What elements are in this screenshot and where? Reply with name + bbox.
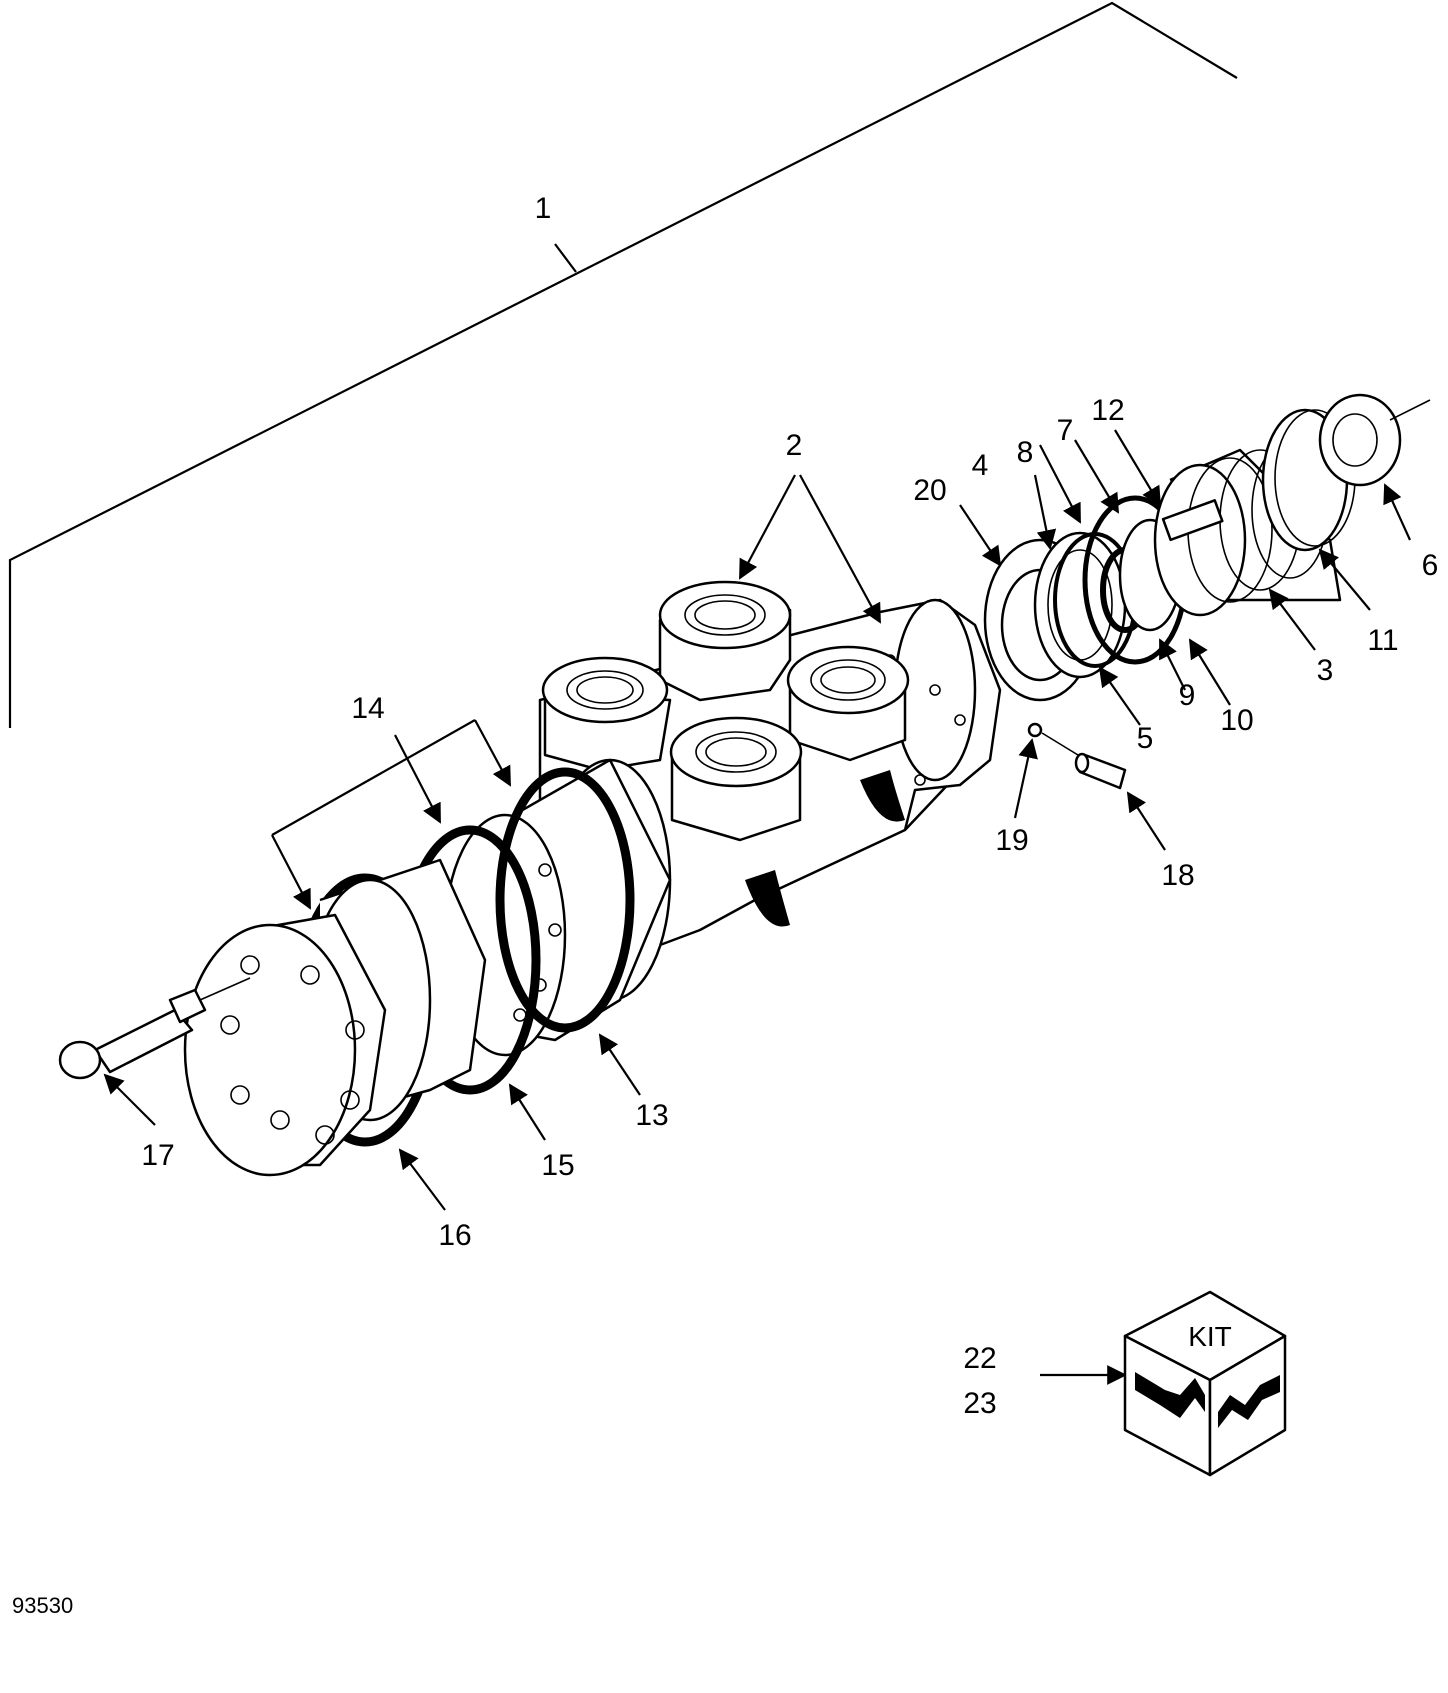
callout-1: 1	[535, 192, 552, 225]
port-left	[541, 656, 672, 772]
callout-6: 6	[1422, 549, 1439, 582]
callout-10: 10	[1220, 704, 1253, 737]
port-top	[658, 580, 792, 702]
callout-labels: 1 2 3 4 5 6 7 8 9 10 11 12 13 14 15 16 1…	[141, 192, 1438, 1420]
callout-12: 12	[1091, 394, 1124, 427]
callout-4: 4	[972, 449, 989, 482]
kit-cube-icon: KIT	[1123, 1290, 1287, 1477]
figure-id: 93530	[12, 1593, 73, 1618]
callout-17: 17	[141, 1139, 174, 1172]
callout-8: 8	[1017, 436, 1034, 469]
gerotor-stack	[183, 758, 672, 1177]
pin-18	[1074, 752, 1127, 790]
assembly-bracket	[8, 1, 1238, 728]
bolt-17	[58, 977, 251, 1080]
callout-18: 18	[1161, 859, 1194, 892]
callout-19: 19	[995, 824, 1028, 857]
callout-15: 15	[541, 1149, 574, 1182]
callout-9: 9	[1179, 679, 1196, 712]
port-right	[786, 645, 910, 762]
seal-ring-14a	[495, 767, 635, 1033]
callout-13: 13	[635, 1099, 668, 1132]
callout-14: 14	[351, 692, 384, 725]
ball-19	[1027, 722, 1079, 756]
port-bottom	[669, 716, 803, 842]
callout-2: 2	[786, 429, 803, 462]
washer-6	[1318, 393, 1402, 487]
sleeve-3	[1153, 441, 1342, 617]
callout-23: 23	[963, 1387, 996, 1420]
callout-11: 11	[1367, 624, 1398, 657]
callout-7: 7	[1057, 414, 1074, 447]
kit-label: KIT	[1188, 1321, 1232, 1352]
callout-16: 16	[438, 1219, 471, 1252]
leader-lines	[103, 429, 1412, 1385]
callout-22: 22	[963, 1342, 996, 1375]
callout-3: 3	[1317, 654, 1334, 687]
callout-20: 20	[913, 474, 946, 507]
spool-assembly	[983, 393, 1431, 702]
callout-5: 5	[1137, 722, 1154, 755]
